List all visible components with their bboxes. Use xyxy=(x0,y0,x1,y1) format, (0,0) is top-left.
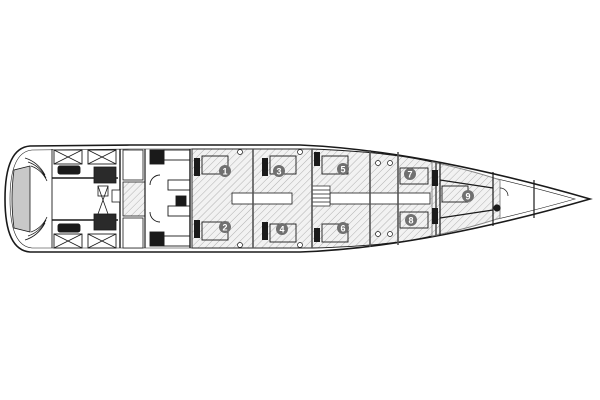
engine-room xyxy=(93,149,146,249)
svg-text:6: 6 xyxy=(340,224,345,234)
svg-text:9: 9 xyxy=(465,192,470,202)
svg-text:8: 8 xyxy=(408,216,413,226)
stern-tender-garage xyxy=(51,149,118,249)
cabin-marker-3: 3 xyxy=(273,165,285,177)
forepeak xyxy=(439,162,535,236)
cabin-marker-7: 7 xyxy=(404,168,416,180)
svg-text:5: 5 xyxy=(340,165,345,175)
cabin-marker-6: 6 xyxy=(337,222,349,234)
svg-text:2: 2 xyxy=(222,223,227,233)
svg-text:4: 4 xyxy=(279,225,284,235)
cabin-marker-5: 5 xyxy=(337,163,349,175)
crew-quarters xyxy=(144,149,191,248)
cabin-marker-1: 1 xyxy=(219,165,231,177)
cabin-marker-2: 2 xyxy=(219,221,231,233)
stern-window xyxy=(11,165,31,233)
svg-text:7: 7 xyxy=(407,170,412,180)
stern-steps-top xyxy=(24,157,48,182)
stern-steps-bottom xyxy=(24,216,48,241)
cabin-marker-8: 8 xyxy=(405,214,417,226)
svg-text:1: 1 xyxy=(222,167,227,177)
cabin-marker-4: 4 xyxy=(276,223,288,235)
cabin-marker-9: 9 xyxy=(462,190,474,202)
svg-text:3: 3 xyxy=(276,167,281,177)
